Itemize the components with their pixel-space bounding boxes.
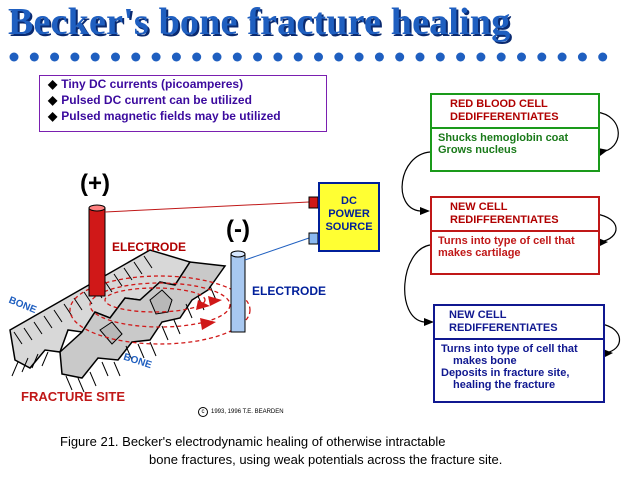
- divider-dot: [151, 52, 161, 62]
- divider-dot: [537, 52, 547, 62]
- figure-caption-line-2: bone fractures, using weak potentials ac…: [149, 452, 503, 467]
- stage-3-box: NEW CELL REDIFFERENTIATES Turns into typ…: [433, 304, 605, 403]
- divider-dot: [517, 52, 526, 62]
- stage-1-box: RED BLOOD CELL DEDIFFERENTIATES Shucks h…: [430, 93, 600, 172]
- divider-dot: [192, 52, 202, 62]
- divider-dot: [50, 52, 60, 62]
- negative-label: (-): [226, 216, 250, 243]
- stage-body: Turns into type of cell that makes bone …: [441, 343, 578, 391]
- divider-dot: [131, 52, 141, 62]
- divider-dot: [435, 52, 445, 62]
- electrode-positive-label: ELECTRODE: [112, 240, 187, 254]
- figure-caption-line-1: Figure 21. Becker's electrodynamic heali…: [60, 434, 446, 449]
- divider-dot: [171, 52, 181, 62]
- stage-heading: RED BLOOD CELL DEDIFFERENTIATES: [432, 95, 598, 129]
- divider-dot: [9, 52, 19, 62]
- flow-connectors: [401, 111, 621, 354]
- divider-dot: [496, 52, 506, 62]
- bullet-item: ◆Pulsed DC current can be utilized: [48, 93, 252, 107]
- stage-body: Shucks hemoglobin coat Grows nucleus: [438, 132, 569, 156]
- bullet-item: ◆Tiny DC currents (picoamperes): [48, 77, 244, 91]
- divider-dot: [70, 52, 80, 62]
- negative-terminal: [308, 232, 319, 245]
- negative-electrode: [230, 250, 246, 333]
- bullet-icon: ◆: [48, 77, 58, 91]
- divider-dot: [374, 52, 384, 62]
- positive-electrode: [88, 204, 106, 297]
- positive-terminal: [308, 196, 319, 209]
- electrode-negative-label: ELECTRODE: [252, 284, 327, 298]
- bullet-icon: ◆: [48, 109, 58, 123]
- divider-dot: [334, 52, 344, 62]
- divider-dot: [111, 52, 120, 62]
- divider-dot: [314, 52, 323, 62]
- fracture-site-label: FRACTURE SITE: [21, 389, 125, 404]
- stage-2-box: NEW CELL REDIFFERENTIATES Turns into typ…: [430, 196, 600, 275]
- divider-dot: [598, 52, 608, 62]
- positive-label: (+): [80, 170, 110, 197]
- divider-dot: [293, 52, 303, 62]
- bullet-icon: ◆: [48, 93, 58, 107]
- stage-body: Turns into type of cell that makes carti…: [438, 235, 575, 259]
- divider-dot: [273, 52, 283, 62]
- divider-dot: [29, 52, 39, 62]
- current-arrows: [196, 296, 222, 330]
- divider-dot: [253, 52, 263, 62]
- stage-heading: NEW CELL REDIFFERENTIATES: [432, 198, 598, 232]
- bullet-item: ◆Pulsed magnetic fields may be utilized: [48, 109, 281, 123]
- positive-wire: [104, 201, 310, 213]
- divider-dot: [577, 52, 587, 62]
- divider-dot: [232, 52, 242, 62]
- divider-dot: [395, 52, 405, 62]
- page-title: Becker's bone fracture healing: [8, 1, 511, 43]
- dc-power-source: DC POWER SOURCE: [318, 182, 380, 252]
- divider-dot: [354, 52, 364, 62]
- stage-heading: NEW CELL REDIFFERENTIATES: [435, 306, 603, 340]
- divider-dot: [456, 52, 466, 62]
- divider-dot: [557, 52, 567, 62]
- properties-box: ◆Tiny DC currents (picoamperes) ◆Pulsed …: [39, 75, 327, 132]
- copyright-icon: c: [198, 407, 208, 417]
- dotted-divider: [9, 52, 608, 62]
- divider-dot: [415, 52, 425, 62]
- field-lines: [69, 275, 251, 345]
- divider-dot: [90, 52, 100, 62]
- negative-wire: [244, 237, 310, 261]
- divider-dot: [476, 52, 486, 62]
- flow-arrowheads: [420, 148, 613, 357]
- divider-dot: [212, 52, 222, 62]
